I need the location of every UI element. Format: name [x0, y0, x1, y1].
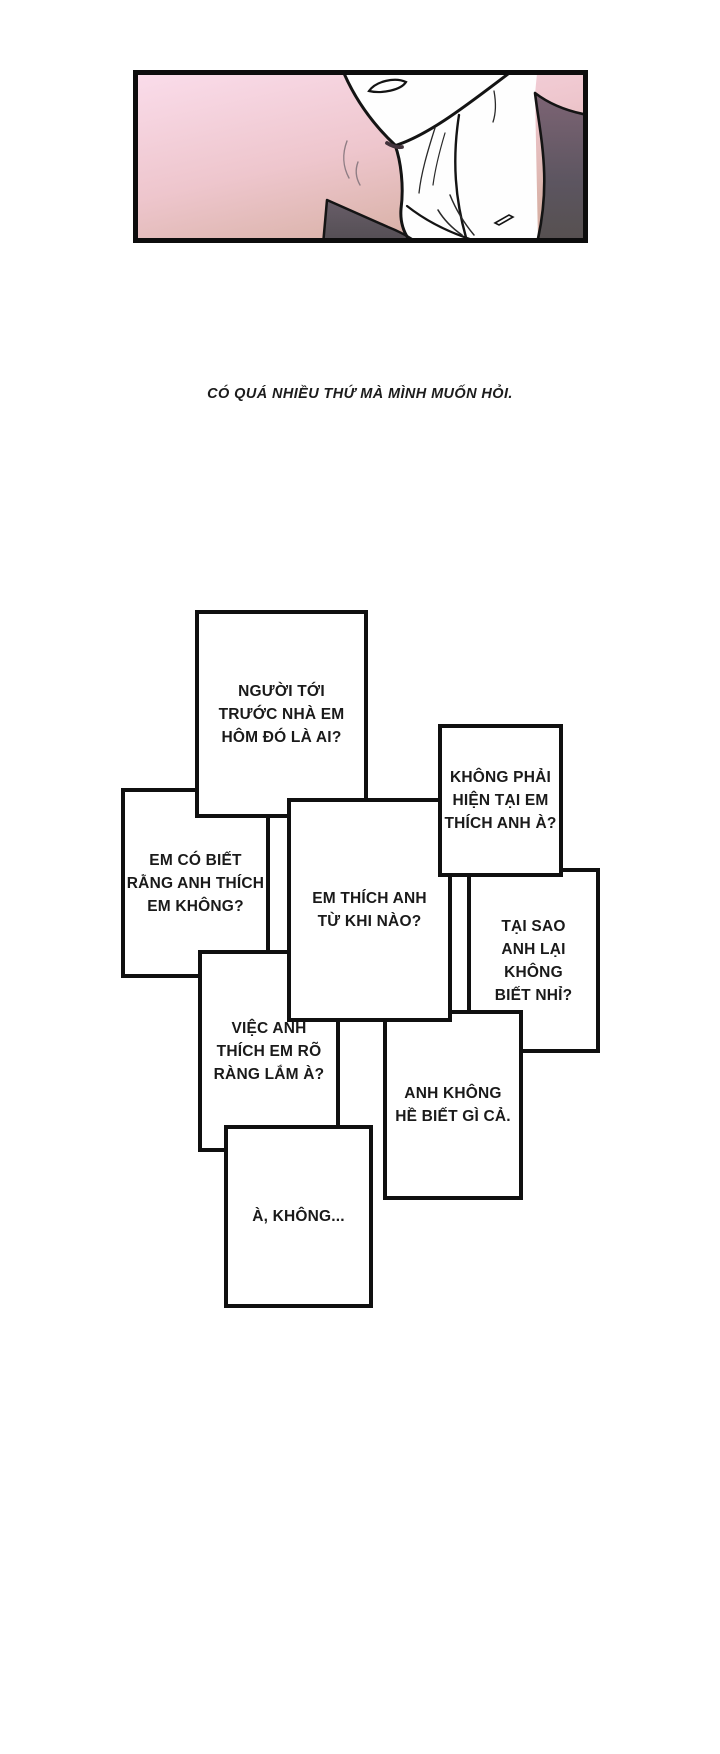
art-panel	[133, 70, 588, 243]
question-box-4: EM THÍCH ANH TỪ KHI NÀO?	[287, 798, 452, 1022]
skin-and-shirt	[344, 75, 538, 238]
line-art	[343, 75, 515, 238]
question-box-1: NGƯỜI TỚI TRƯỚC NHÀ EM HÔM ĐÓ LÀ AI?	[195, 610, 368, 818]
suit-shoulder-right	[533, 91, 583, 238]
suit-shoulder-front	[322, 198, 413, 238]
question-box-8: À, KHÔNG...	[224, 1125, 373, 1308]
blush-lines	[343, 140, 361, 186]
question-box-7: ANH KHÔNG HỀ BIẾT GÌ CẢ.	[383, 1010, 523, 1200]
narration-caption: CÓ QUÁ NHIỀU THỨ MÀ MÌNH MUỐN HỎI.	[207, 386, 513, 402]
question-box-3: EM CÓ BIẾT RẰNG ANH THÍCH EM KHÔNG?	[121, 788, 270, 978]
question-box-2: KHÔNG PHẢI HIỆN TẠI EM THÍCH ANH À?	[438, 724, 563, 877]
panel-illustration	[138, 75, 583, 238]
